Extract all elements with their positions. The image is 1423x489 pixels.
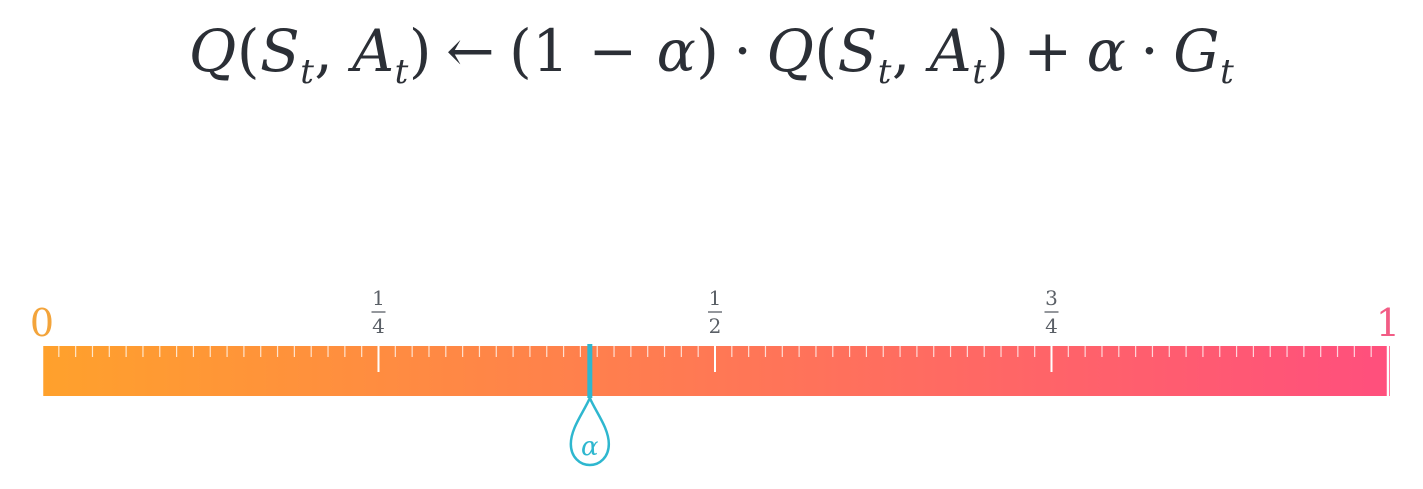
formula-action: A <box>352 17 395 85</box>
formula-dot: · <box>1140 17 1160 85</box>
formula-return: G <box>1173 17 1221 85</box>
alpha-marker-line <box>587 344 593 398</box>
fraction-numerator: 1 <box>709 286 722 310</box>
formula-subscript: t <box>972 52 987 92</box>
formula-open-paren: ( <box>814 17 838 85</box>
formula-state: S <box>259 17 301 85</box>
fraction-label: 34 <box>1044 286 1059 338</box>
fraction-denominator: 4 <box>1045 314 1058 338</box>
fraction-denominator: 4 <box>372 314 385 338</box>
fraction-denominator: 2 <box>709 314 722 338</box>
formula-alpha: α <box>656 17 697 85</box>
major-ticks <box>40 342 1390 398</box>
update-formula: Q(St, At)←(1 − α)·Q(St, At)+α·Gt <box>0 6 1423 96</box>
formula-q: Q <box>766 17 815 85</box>
formula-subscript: t <box>877 52 892 92</box>
formula-q: Q <box>188 17 237 85</box>
alpha-marker-pin[interactable] <box>569 394 611 467</box>
scale-max-label: 1 <box>1376 301 1400 345</box>
formula-plus: + <box>1023 17 1073 85</box>
formula-arrow: ← <box>445 17 496 85</box>
formula-subscript: t <box>1220 52 1235 92</box>
formula-close-paren: ) <box>408 17 432 85</box>
fraction-numerator: 3 <box>1045 286 1058 310</box>
formula-close-paren: ) <box>696 17 720 85</box>
formula-dot: · <box>733 17 753 85</box>
fraction-numerator: 1 <box>372 286 385 310</box>
formula-one-minus: (1 − <box>509 17 657 85</box>
fraction-label: 12 <box>708 286 722 338</box>
formula-comma: , <box>891 17 930 85</box>
alpha-marker-label: α <box>581 432 599 462</box>
formula-open-paren: ( <box>236 17 260 85</box>
formula-comma: , <box>314 17 353 85</box>
formula-subscript: t <box>300 52 315 92</box>
formula-alpha: α <box>1086 17 1127 85</box>
alpha-slider-handle[interactable]: α <box>569 344 611 467</box>
formula-action: A <box>929 17 973 85</box>
formula-subscript: t <box>394 52 409 92</box>
scale-min-label: 0 <box>30 301 54 345</box>
formula-close-paren: ) <box>986 17 1010 85</box>
formula-state: S <box>837 17 878 85</box>
fraction-label: 14 <box>371 286 386 338</box>
